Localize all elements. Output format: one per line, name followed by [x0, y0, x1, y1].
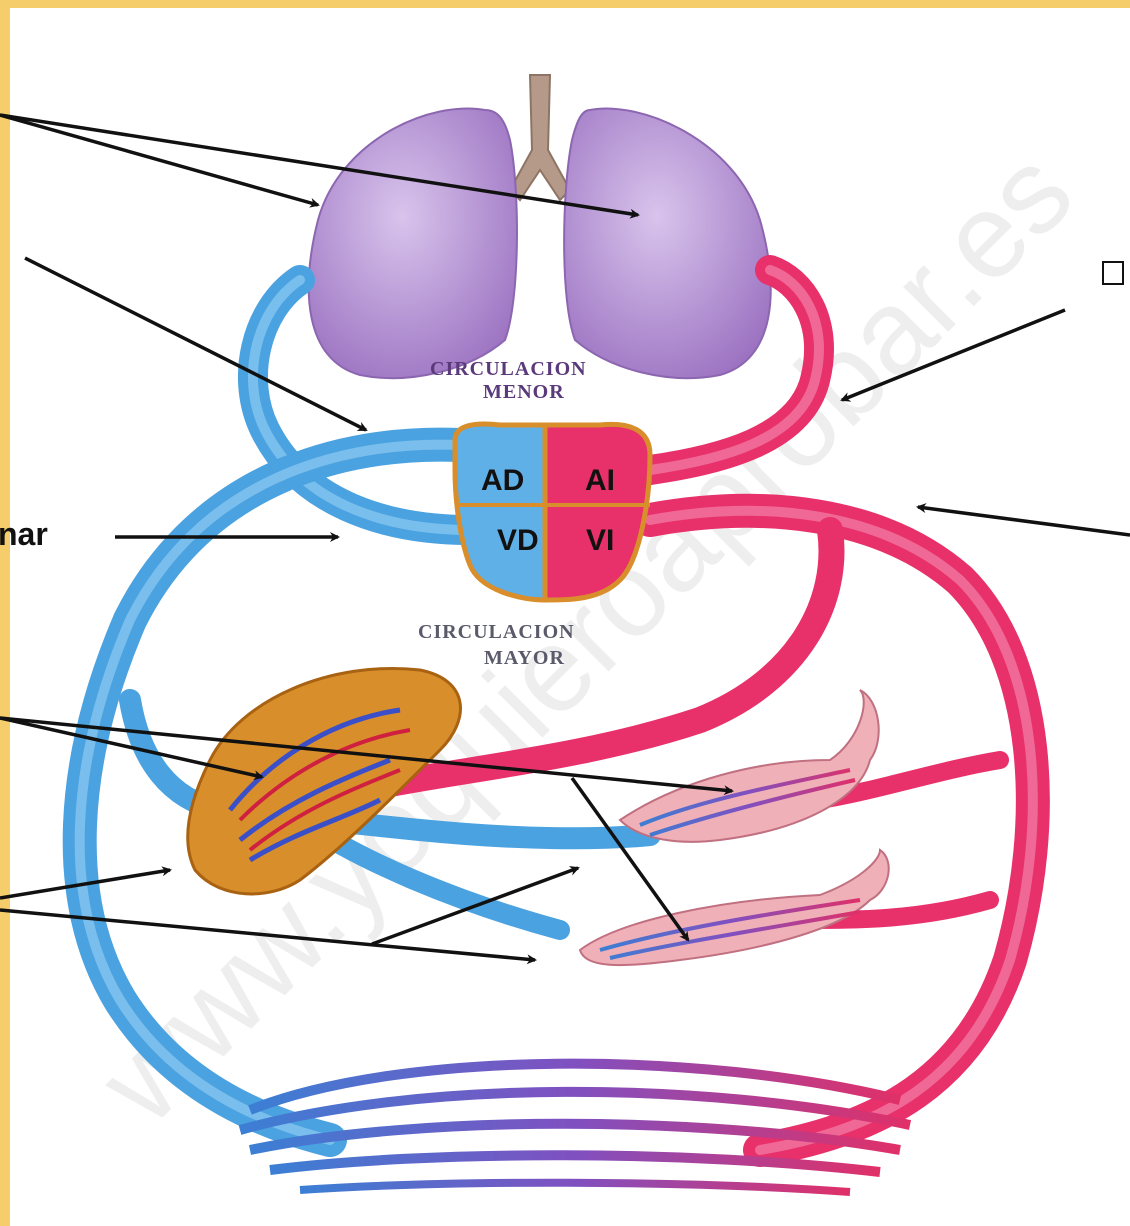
major-circulation-line1: CIRCULACION: [418, 621, 575, 643]
trachea: [510, 75, 570, 200]
major-circulation-line2: MAYOR: [484, 647, 565, 669]
label-right-ventricle: VD: [497, 524, 539, 557]
intestine-lower: [580, 850, 889, 965]
minor-circulation-line2: MENOR: [483, 381, 565, 403]
left-lung: [309, 108, 517, 378]
heart: [455, 424, 650, 600]
bullet-checkbox-icon: [1103, 262, 1123, 284]
label-left-atrium: AI: [585, 464, 615, 497]
minor-circulation-line1: CIRCULACION: [430, 358, 587, 380]
right-lung: [564, 108, 771, 378]
label-right-atrium: AD: [481, 464, 524, 497]
label-left-ventricle: VI: [586, 524, 614, 557]
left-partial-label: nar: [0, 516, 48, 552]
